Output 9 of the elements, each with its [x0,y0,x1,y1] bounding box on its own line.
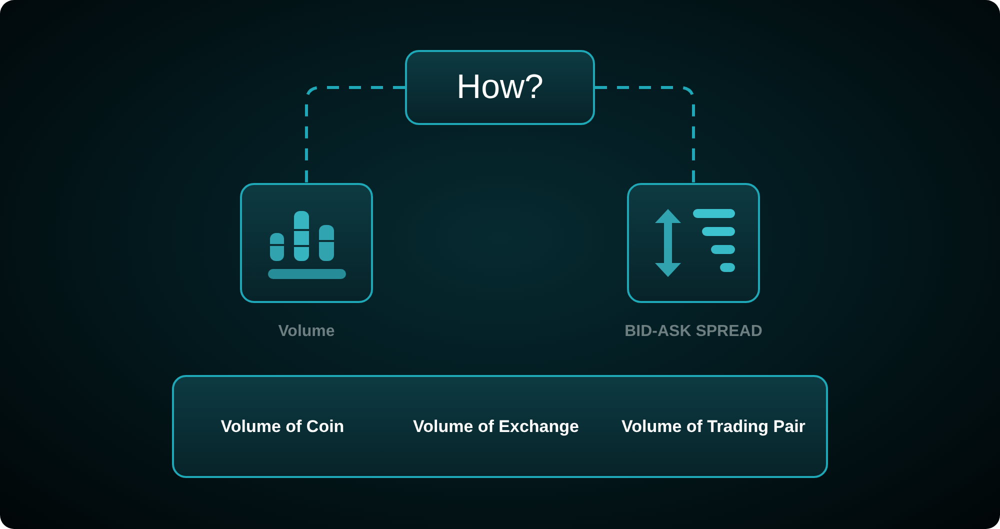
dashed-connector [305,86,405,183]
category-label: Volume of Coin [176,377,389,476]
caption-label: BID-ASK SPREAD [624,323,764,341]
category-panel [172,375,828,478]
category-label: Volume of Trading Pair [601,377,826,476]
dashed-connector [595,86,695,183]
question-box: How? [405,50,595,125]
caption-label: Volume [277,323,336,341]
category-label: Volume of Exchange [391,377,601,476]
